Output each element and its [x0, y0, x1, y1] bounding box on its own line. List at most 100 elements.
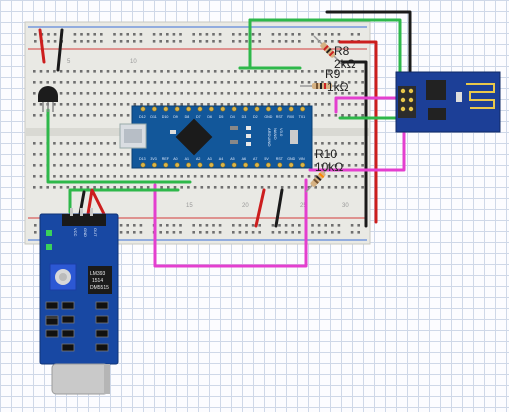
- terminal-hole: [153, 92, 157, 95]
- terminal-hole: [33, 114, 36, 117]
- nano-pin-hole: [208, 106, 214, 112]
- rail-hole: [284, 224, 288, 227]
- terminal-hole: [287, 175, 291, 178]
- terminal-hole: [314, 70, 317, 73]
- rail-hole: [126, 40, 129, 43]
- rail-hole: [245, 33, 248, 36]
- terminal-hole: [180, 103, 183, 106]
- esp-flash-chip: [428, 108, 446, 120]
- terminal-hole: [301, 92, 304, 95]
- terminal-hole: [207, 186, 210, 189]
- terminal-hole: [146, 70, 150, 73]
- rail-hole: [311, 224, 314, 227]
- rail-hole: [212, 40, 215, 43]
- terminal-hole: [327, 114, 331, 117]
- breadboard-col-number: 20: [242, 203, 249, 209]
- terminal-hole: [287, 103, 291, 106]
- terminal-hole: [280, 92, 284, 95]
- terminal-hole: [93, 81, 96, 84]
- rail-hole: [251, 231, 255, 234]
- rail-hole: [199, 224, 202, 227]
- rail-hole: [47, 40, 50, 43]
- esp01-module[interactable]: [395, 71, 501, 133]
- terminal-hole: [120, 114, 123, 117]
- terminal-hole: [220, 70, 224, 73]
- terminal-hole: [193, 92, 197, 95]
- resistor-r8[interactable]: [313, 35, 345, 67]
- nano-mcu-chip: [175, 118, 213, 156]
- rail-hole: [86, 40, 90, 43]
- rail-hole: [119, 33, 123, 36]
- terminal-hole: [153, 70, 157, 73]
- terminal-hole: [307, 186, 311, 189]
- terminal-hole: [53, 153, 56, 156]
- rail-hole: [337, 33, 341, 36]
- terminal-hole: [160, 81, 163, 84]
- nano-pin-hole: [208, 162, 214, 168]
- terminal-hole: [314, 142, 317, 145]
- rail-hole: [172, 40, 176, 43]
- rail-hole: [218, 224, 222, 227]
- terminal-hole: [100, 153, 103, 156]
- terminal-hole: [354, 142, 358, 145]
- rail-hole: [199, 40, 202, 43]
- terminal-hole: [73, 103, 76, 106]
- terminal-hole: [120, 164, 123, 167]
- terminal-hole: [160, 103, 163, 106]
- rail-hole: [133, 33, 136, 36]
- terminal-hole: [347, 81, 351, 84]
- nano-bottom-pin-label: A7: [253, 157, 257, 161]
- rail-hole: [271, 40, 275, 43]
- rail-hole: [258, 231, 261, 234]
- wire-red-jumper: [38, 28, 46, 64]
- terminal-hole: [66, 186, 70, 189]
- terminal-hole: [254, 92, 257, 95]
- resistor-r10[interactable]: [305, 165, 331, 193]
- terminal-hole: [73, 92, 76, 95]
- rail-hole: [284, 231, 288, 234]
- rail-hole: [199, 33, 202, 36]
- terminal-hole: [120, 175, 123, 178]
- rail-hole: [86, 33, 90, 36]
- terminal-hole: [341, 142, 344, 145]
- terminal-hole: [100, 175, 103, 178]
- terminal-hole: [153, 81, 157, 84]
- esp-chip: [426, 80, 446, 100]
- resistor-r9[interactable]: [300, 83, 346, 89]
- terminal-hole: [347, 70, 351, 73]
- rail-hole: [337, 231, 341, 234]
- terminal-hole: [33, 92, 36, 95]
- terminal-hole: [140, 92, 143, 95]
- nano-pin-hole: [220, 162, 226, 168]
- terminal-hole: [280, 103, 284, 106]
- terminal-hole: [341, 164, 344, 167]
- terminal-hole: [86, 103, 90, 106]
- terminal-hole: [33, 186, 36, 189]
- terminal-hole: [146, 186, 150, 189]
- terminal-hole: [287, 81, 291, 84]
- terminal-hole: [93, 92, 96, 95]
- terminal-hole: [187, 103, 190, 106]
- sound-sensor-module[interactable]: VCC GND OUT LM393 1514 DM5515: [39, 208, 119, 395]
- terminal-hole: [314, 81, 317, 84]
- power-led: [46, 230, 52, 236]
- terminal-hole: [140, 175, 143, 178]
- rail-hole: [331, 224, 334, 227]
- terminal-hole: [240, 92, 244, 95]
- nano-pin-hole: [277, 106, 283, 112]
- terminal-hole: [294, 175, 297, 178]
- terminal-hole: [307, 81, 311, 84]
- terminal-hole: [167, 81, 170, 84]
- wire-red-module: [86, 188, 106, 216]
- terminal-hole: [73, 142, 76, 145]
- smd-part: [61, 343, 75, 352]
- transistor[interactable]: [38, 86, 58, 112]
- terminal-hole: [33, 164, 36, 167]
- terminal-hole: [173, 175, 177, 178]
- terminal-hole: [327, 92, 331, 95]
- smd-part: [95, 329, 109, 338]
- terminal-hole: [193, 175, 197, 178]
- terminal-hole: [180, 70, 183, 73]
- terminal-hole: [234, 175, 237, 178]
